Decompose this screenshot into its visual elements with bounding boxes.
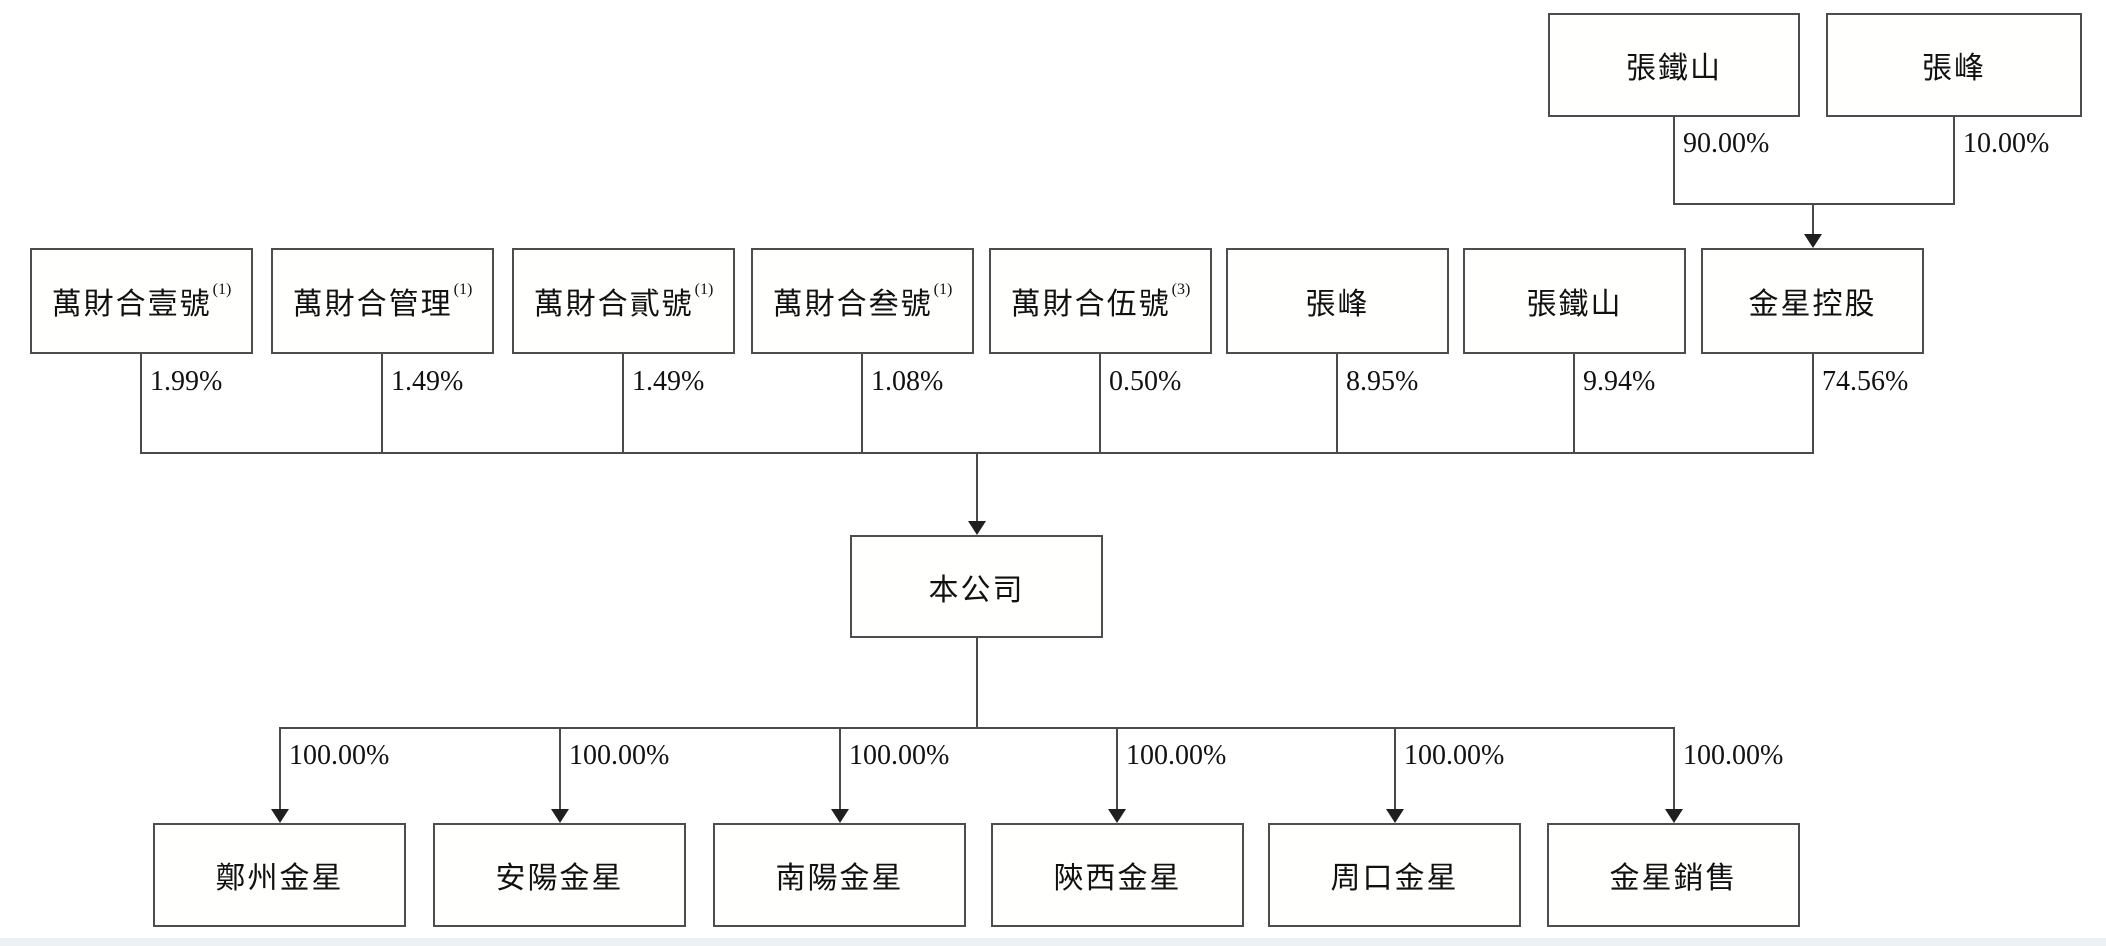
connector-vline (381, 354, 383, 452)
ownership-pct-label: 10.00% (1963, 128, 2050, 159)
node-label: 萬財合管理 (292, 288, 453, 321)
ownership-pct-label: 1.49% (391, 366, 464, 397)
arrow-down-icon (831, 809, 849, 823)
node-label: 周口金星 (1330, 862, 1459, 895)
connector-vline (1812, 203, 1814, 235)
node-label: 南陽金星 (775, 862, 904, 895)
node-label: 張峰 (1305, 288, 1370, 321)
connector-vline (1336, 354, 1338, 452)
ownership-pct-label: 100.00% (1404, 740, 1505, 771)
ownership-pct-label: 100.00% (1683, 740, 1784, 771)
connector-vline (1812, 354, 1814, 452)
connector-hline (279, 727, 1675, 729)
connector-vline (976, 638, 978, 729)
arrow-down-icon (1108, 809, 1126, 823)
connector-vline (976, 452, 978, 522)
page-bottom-strip (0, 938, 2106, 946)
connector-vline (1573, 354, 1575, 452)
connector-vline (1953, 117, 1955, 205)
node-label: 萬財合叁號 (772, 288, 933, 321)
node-label: 張峰 (1922, 52, 1986, 85)
node-label: 鄭州金星 (215, 862, 344, 895)
node-anyang-jinxing: 安陽金星 (433, 823, 686, 927)
node-wancaihe-no3: 萬財合叁號(1) (751, 248, 974, 354)
ownership-pct-label: 100.00% (849, 740, 950, 771)
connector-vline (1099, 354, 1101, 452)
ownership-pct-label: 0.50% (1109, 366, 1182, 397)
node-zhoukou-jinxing: 周口金星 (1268, 823, 1521, 927)
connector-vline (1116, 727, 1118, 810)
node-label: 張鐵山 (1626, 52, 1722, 85)
connector-vline (279, 727, 281, 810)
arrow-down-icon (968, 521, 986, 535)
node-label: 安陽金星 (495, 862, 624, 895)
arrow-down-icon (1386, 809, 1404, 823)
node-wancaihe-no1: 萬財合壹號(1) (30, 248, 253, 354)
node-jinxing-sales: 金星銷售 (1547, 823, 1800, 927)
node-jinxing-holdings: 金星控股 (1701, 248, 1924, 354)
ownership-pct-label: 100.00% (289, 740, 390, 771)
node-zhengzhou-jinxing: 鄭州金星 (153, 823, 406, 927)
node-zhang-feng: 張峰 (1226, 248, 1449, 354)
ownership-pct-label: 1.08% (871, 366, 944, 397)
node-label: 萬財合伍號 (1010, 288, 1171, 321)
node-label: 萬財合貳號 (533, 288, 694, 321)
ownership-pct-label: 8.95% (1346, 366, 1419, 397)
node-wancaihe-management: 萬財合管理(1) (271, 248, 494, 354)
node-zhang-tieshan: 張鐵山 (1463, 248, 1686, 354)
connector-vline (622, 354, 624, 452)
node-label: 金星控股 (1748, 288, 1877, 321)
arrow-down-icon (551, 809, 569, 823)
connector-vline (140, 354, 142, 452)
node-label: 本公司 (928, 573, 1025, 607)
ownership-pct-label: 74.56% (1822, 366, 1909, 397)
connector-vline (1673, 117, 1675, 205)
node-label: 金星銷售 (1609, 862, 1738, 895)
node-shaanxi-jinxing: 陝西金星 (991, 823, 1244, 927)
node-wancaihe-no5: 萬財合伍號(3) (989, 248, 1212, 354)
node-zhang-feng-individual: 張峰 (1826, 13, 2082, 117)
node-the-company: 本公司 (850, 535, 1103, 638)
ownership-pct-label: 100.00% (569, 740, 670, 771)
ownership-pct-label: 1.99% (150, 366, 223, 397)
connector-vline (861, 354, 863, 452)
node-label: 萬財合壹號 (51, 288, 212, 321)
connector-vline (1673, 727, 1675, 810)
node-label: 張鐵山 (1526, 288, 1623, 321)
node-wancaihe-no2: 萬財合貳號(1) (512, 248, 735, 354)
connector-vline (559, 727, 561, 810)
arrow-down-icon (271, 809, 289, 823)
ownership-pct-label: 1.49% (632, 366, 705, 397)
connector-vline (839, 727, 841, 810)
arrow-down-icon (1804, 234, 1822, 248)
ownership-pct-label: 100.00% (1126, 740, 1227, 771)
ownership-pct-label: 9.94% (1583, 366, 1656, 397)
node-zhang-tieshan-individual: 張鐵山 (1548, 13, 1800, 117)
node-label: 陝西金星 (1053, 862, 1182, 895)
connector-vline (1394, 727, 1396, 810)
arrow-down-icon (1665, 809, 1683, 823)
node-nanyang-jinxing: 南陽金星 (713, 823, 966, 927)
ownership-pct-label: 90.00% (1683, 128, 1770, 159)
connector-hline (1673, 203, 1955, 205)
